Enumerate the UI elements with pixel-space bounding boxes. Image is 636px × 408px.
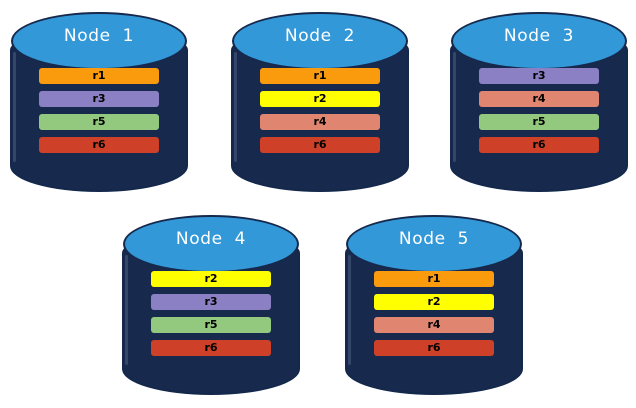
replica-bar[interactable]: r2 (151, 271, 271, 287)
node-label: Node 5 (398, 229, 470, 249)
node-label: Node 2 (284, 26, 356, 46)
database-node-3[interactable]: Node 3 r3 r4 r5 r6 (450, 10, 628, 192)
replica-bar[interactable]: r1 (39, 68, 159, 84)
database-node-5[interactable]: Node 5 r1 r2 r4 r6 (345, 213, 523, 395)
replica-bar[interactable]: r6 (479, 137, 599, 153)
replica-bar[interactable]: r3 (39, 91, 159, 107)
database-node-4[interactable]: Node 4 r2 r3 r5 r6 (122, 213, 300, 395)
replica-bar[interactable]: r3 (151, 294, 271, 310)
replica-stack: r1 r2 r4 r6 (260, 68, 380, 153)
replica-bar[interactable]: r6 (151, 340, 271, 356)
node-label: Node 3 (503, 26, 575, 46)
node-cylinder-top-icon (451, 12, 627, 70)
replica-bar[interactable]: r1 (374, 271, 494, 287)
replica-stack: r2 r3 r5 r6 (151, 271, 271, 356)
node-label: Node 1 (63, 26, 135, 46)
replica-bar[interactable]: r6 (374, 340, 494, 356)
replica-bar[interactable]: r2 (260, 91, 380, 107)
replica-bar[interactable]: r6 (260, 137, 380, 153)
replica-bar[interactable]: r6 (39, 137, 159, 153)
database-node-1[interactable]: Node 1 r1 r3 r5 r6 (10, 10, 188, 192)
replica-stack: r3 r4 r5 r6 (479, 68, 599, 153)
replica-bar[interactable]: r4 (374, 317, 494, 333)
replica-bar[interactable]: r4 (479, 91, 599, 107)
replica-bar[interactable]: r3 (479, 68, 599, 84)
node-cylinder-top-icon (123, 215, 299, 273)
replica-bar[interactable]: r5 (151, 317, 271, 333)
replica-bar[interactable]: r5 (39, 114, 159, 130)
database-node-2[interactable]: Node 2 r1 r2 r4 r6 (231, 10, 409, 192)
node-label: Node 4 (175, 229, 247, 249)
replica-stack: r1 r2 r4 r6 (374, 271, 494, 356)
replica-bar[interactable]: r1 (260, 68, 380, 84)
replica-bar[interactable]: r2 (374, 294, 494, 310)
replica-bar[interactable]: r4 (260, 114, 380, 130)
replica-bar[interactable]: r5 (479, 114, 599, 130)
replica-stack: r1 r3 r5 r6 (39, 68, 159, 153)
